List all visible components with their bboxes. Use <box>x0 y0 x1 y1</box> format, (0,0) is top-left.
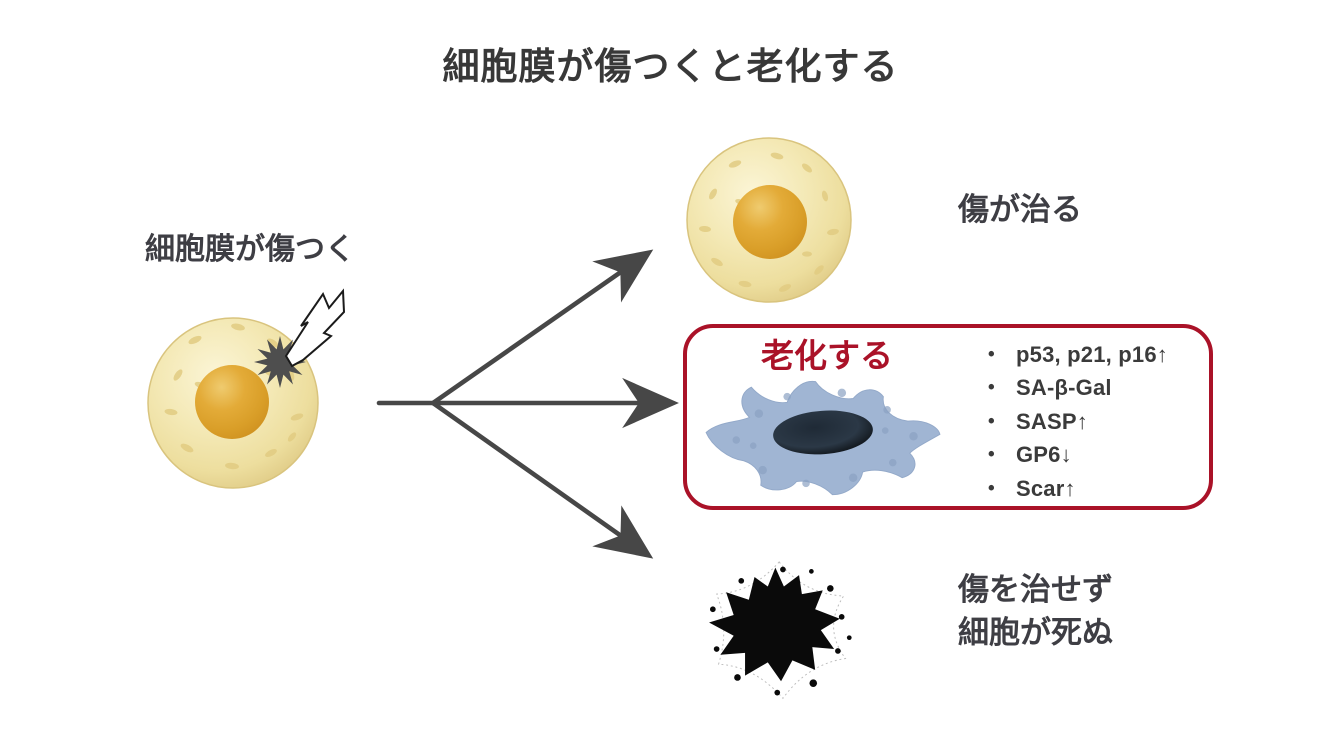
dead-cell-core <box>709 567 840 682</box>
source-label: 細胞膜が傷つく <box>145 233 355 266</box>
nucleus <box>773 410 873 455</box>
senescence-heading: 老化する <box>761 337 893 374</box>
marker-item: GP6↓ <box>986 438 1168 472</box>
dead-cell-icon <box>709 561 852 700</box>
cell-speckles <box>699 152 839 292</box>
death-label: 傷を治せず 細胞が死ぬ <box>958 568 1113 654</box>
healthy-cell-icon <box>686 137 852 303</box>
death-label-line2: 細胞が死ぬ <box>958 615 1113 650</box>
damage-starburst-icon <box>254 336 306 388</box>
death-label-line1: 傷を治せず <box>958 572 1113 607</box>
marker-item: Scar↑ <box>986 472 1168 506</box>
marker-item: SASP↑ <box>986 405 1168 439</box>
page-title: 細胞膜が傷つくと老化する <box>442 46 899 87</box>
senescence-box: 老化する p53, p21, p16↑ SA-β-Gal <box>683 324 1213 510</box>
marker-item: SA-β-Gal <box>986 371 1168 405</box>
damaged-cell-icon <box>147 288 346 489</box>
heal-label: 傷が治る <box>958 192 1082 227</box>
marker-item: p53, p21, p16↑ <box>986 338 1168 372</box>
nucleus <box>733 185 807 259</box>
dead-cell-fragments <box>710 566 852 696</box>
senescence-marker-list: p53, p21, p16↑ SA-β-Gal SASP↑ GP6↓ Scar↑ <box>986 338 1168 505</box>
nucleus <box>195 365 269 439</box>
senescent-cell-icon <box>705 380 941 496</box>
lightning-icon <box>284 288 346 368</box>
dead-cell-outline <box>715 561 847 700</box>
cell-speckles <box>732 388 918 488</box>
